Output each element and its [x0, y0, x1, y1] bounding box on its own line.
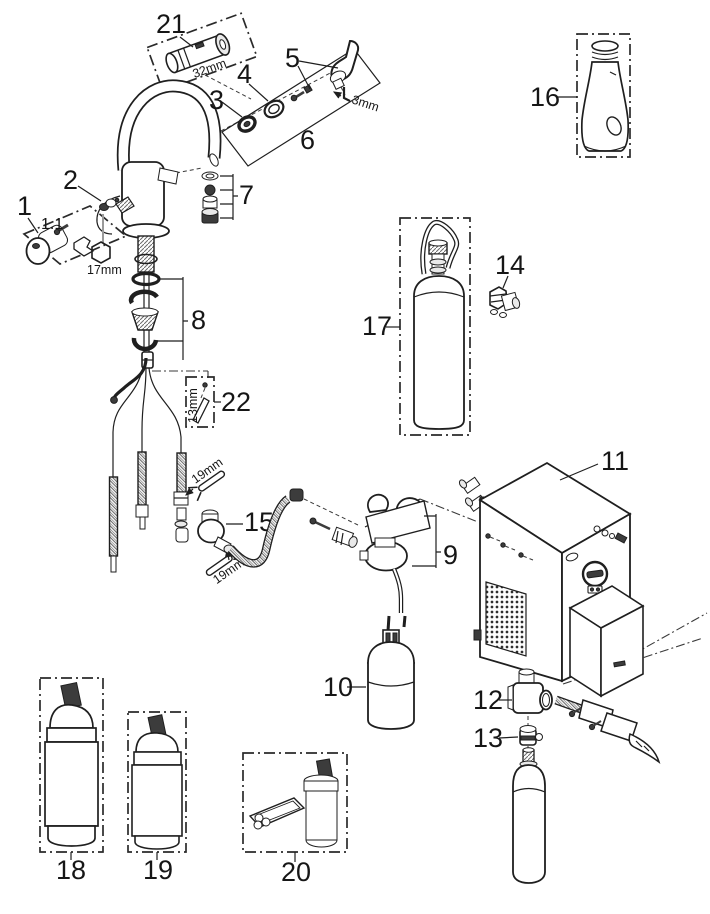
part-label-8: 8 [191, 305, 206, 335]
hex-socket-callout: 17mm [87, 214, 122, 277]
spout-end-parts: 3 4 5 6 3mm [209, 39, 381, 167]
filter-inlet-hose [227, 488, 358, 568]
part-label-17: 17 [362, 311, 392, 341]
part-14-fitting: 14 [489, 250, 525, 318]
faucet [96, 79, 222, 358]
group-6-bracket [221, 48, 381, 167]
part-label-22: 22 [221, 387, 251, 417]
part-13-adapter: 13 [473, 723, 543, 753]
filter-cartridge-kit-large: 18 [39, 677, 104, 885]
cooler-power-module [568, 585, 645, 698]
open-end-wrench-icon [198, 470, 226, 492]
part-10-filter-cartridge: 10 [323, 615, 415, 730]
part-8-group: 8 [110, 253, 206, 404]
part-label-7: 7 [239, 180, 254, 210]
hex-socket-size-label: 17mm [87, 263, 122, 277]
allen-key-icon [342, 87, 351, 102]
cartridge-test-kit: 20 [242, 752, 348, 887]
part-label-3: 3 [209, 85, 224, 115]
part-12-regulator: 12 [473, 668, 553, 715]
small-cartridge [303, 758, 339, 848]
part-label-20: 20 [281, 857, 311, 887]
part-11-cooler-unit: 11 [458, 446, 645, 698]
part-9-filter-head: 9 [359, 493, 458, 613]
co2-cylinder-kit: 17 [362, 217, 471, 436]
lever-handle [329, 39, 360, 90]
carafe-kit: 16 [530, 33, 631, 158]
part-2-fitting: 2 [63, 165, 120, 211]
part-label-19: 19 [143, 855, 173, 885]
outlet-hose-clamp [554, 695, 661, 764]
aerator-key-tool [165, 33, 231, 74]
connection-hoses [108, 367, 189, 573]
part-label-4: 4 [237, 59, 252, 89]
part-label-2: 2 [63, 165, 78, 195]
part-label-10: 10 [323, 672, 353, 702]
part-label-5: 5 [285, 43, 300, 73]
part-label-1: 1 [17, 191, 32, 221]
test-strip-blister [248, 797, 306, 830]
part-15-valve: 15 [174, 507, 274, 554]
part-label-6: 6 [300, 125, 315, 155]
handle-kit: 1 1.1 [17, 191, 128, 265]
part-label-11: 11 [601, 446, 629, 476]
part-label-13: 13 [473, 723, 503, 753]
cooler-mounting-screws [485, 533, 534, 561]
cooler-brand-roundel [581, 560, 609, 594]
part-label-12: 12 [473, 685, 503, 715]
socket-13-kit: 13mm 22 [185, 376, 251, 428]
allen-key-callout: 3mm [332, 87, 381, 115]
part-label-16: 16 [530, 82, 560, 112]
part-label-18: 18 [56, 855, 86, 885]
part-7-group: 7 [201, 171, 254, 224]
co2-bottle-installed [512, 747, 546, 884]
filter-cartridge-kit-small: 19 [127, 711, 187, 885]
wrench-callout-upper: 19mm [185, 455, 226, 502]
part-label-9: 9 [443, 540, 458, 570]
part-label-14: 14 [495, 250, 525, 280]
hexagon-icon [91, 241, 111, 264]
cooler-top-ports [565, 525, 628, 562]
allen-key-size-label: 3mm [350, 93, 381, 115]
part-label-21: 21 [156, 9, 186, 39]
socket-13-size-label: 13mm [186, 388, 200, 423]
part-label-1-1: 1.1 [41, 216, 63, 233]
